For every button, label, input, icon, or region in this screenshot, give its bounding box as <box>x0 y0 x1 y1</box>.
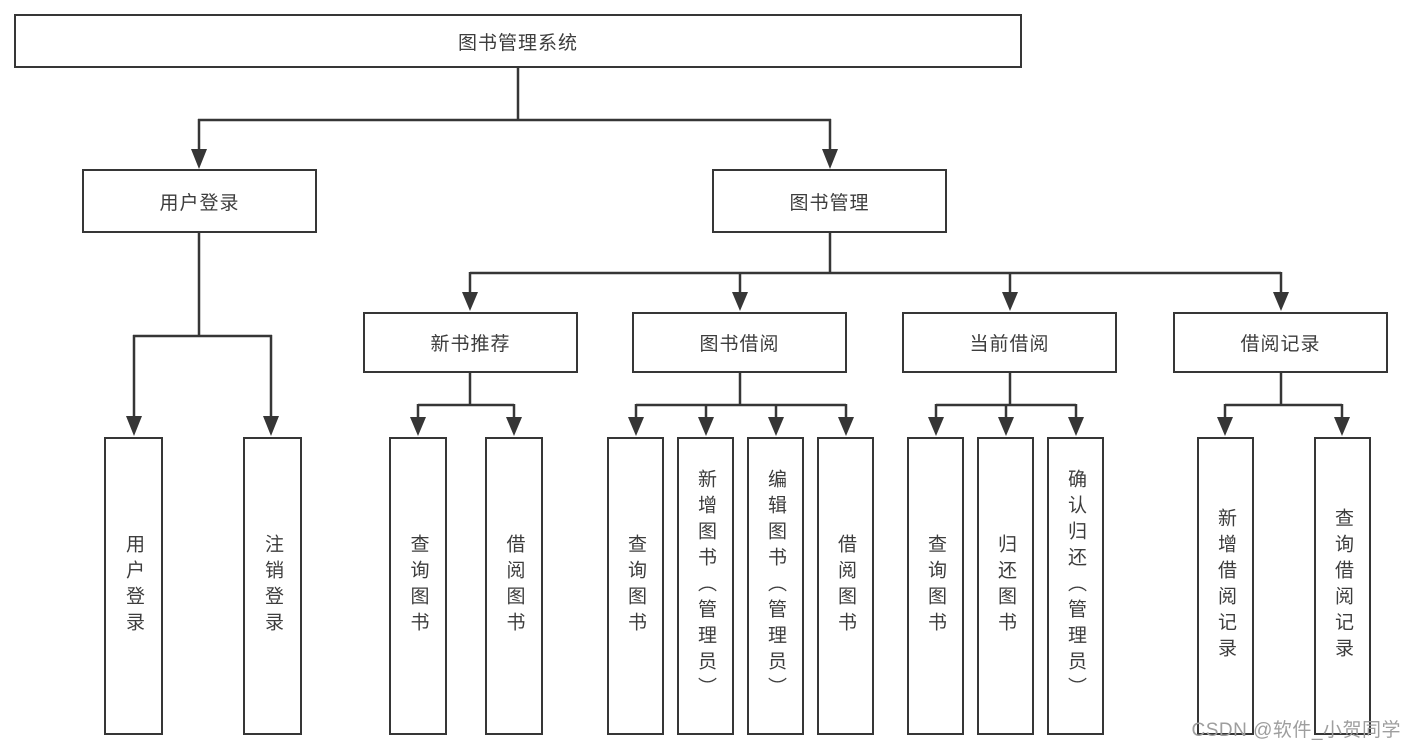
leaf-logout: 注销登录 <box>243 437 302 735</box>
node-borrow-records: 借阅记录 <box>1173 312 1388 373</box>
leaf-confirm-return-admin-label: 确认归还（管理员） <box>1065 469 1086 703</box>
leaf-borrow-books-borrow-label: 借阅图书 <box>835 534 856 638</box>
leaf-query-books-current: 查询图书 <box>907 437 964 735</box>
leaf-borrow-books-recommend-label: 借阅图书 <box>503 534 525 638</box>
leaf-add-book-admin-label: 新增图书（管理员） <box>695 469 716 703</box>
leaf-query-books-recommend-label: 查询图书 <box>407 534 429 638</box>
leaf-user-login: 用户登录 <box>104 437 163 735</box>
leaf-query-borrow-record-label: 查询借阅记录 <box>1332 508 1353 664</box>
leaf-query-books-borrow: 查询图书 <box>607 437 664 735</box>
leaf-confirm-return-admin: 确认归还（管理员） <box>1047 437 1104 735</box>
node-new-book-recommend: 新书推荐 <box>363 312 578 373</box>
node-borrow-records-label: 借阅记录 <box>1240 334 1321 355</box>
node-new-book-recommend-label: 新书推荐 <box>430 334 511 355</box>
leaf-add-borrow-record: 新增借阅记录 <box>1197 437 1254 735</box>
leaf-add-book-admin: 新增图书（管理员） <box>677 437 734 735</box>
leaf-edit-book-admin-label: 编辑图书（管理员） <box>765 469 786 703</box>
node-current-borrow: 当前借阅 <box>902 312 1117 373</box>
leaf-borrow-books-borrow: 借阅图书 <box>817 437 874 735</box>
node-book-borrow: 图书借阅 <box>632 312 847 373</box>
leaf-query-borrow-record: 查询借阅记录 <box>1314 437 1371 735</box>
leaf-logout-label: 注销登录 <box>262 534 283 638</box>
node-book-management-label: 图书管理 <box>789 192 870 214</box>
node-current-borrow-label: 当前借阅 <box>969 334 1050 355</box>
leaf-query-books-borrow-label: 查询图书 <box>625 534 646 638</box>
leaf-return-books-label: 归还图书 <box>995 534 1016 638</box>
leaf-borrow-books-recommend: 借阅图书 <box>485 437 543 735</box>
node-root: 图书管理系统 <box>14 14 1022 68</box>
leaf-add-borrow-record-label: 新增借阅记录 <box>1215 508 1236 664</box>
leaf-return-books: 归还图书 <box>977 437 1034 735</box>
leaf-query-books-current-label: 查询图书 <box>925 534 946 638</box>
node-root-label: 图书管理系统 <box>457 32 578 54</box>
node-book-management: 图书管理 <box>712 169 947 233</box>
leaf-user-login-label: 用户登录 <box>123 534 144 638</box>
leaf-edit-book-admin: 编辑图书（管理员） <box>747 437 804 735</box>
node-user-login: 用户登录 <box>82 169 317 233</box>
node-book-borrow-label: 图书借阅 <box>699 334 780 355</box>
leaf-query-books-recommend: 查询图书 <box>389 437 447 735</box>
node-user-login-label: 用户登录 <box>159 192 240 214</box>
